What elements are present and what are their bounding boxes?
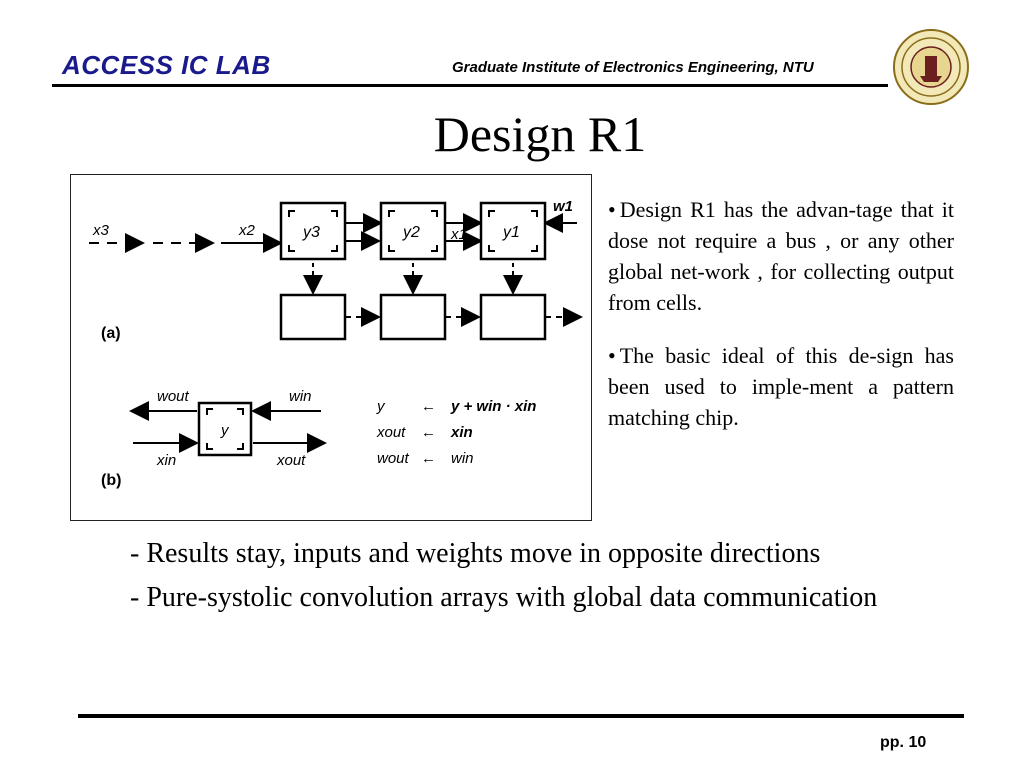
bullet-dot-icon: • bbox=[608, 343, 616, 368]
part-a-label: (a) bbox=[101, 325, 121, 342]
bullet-text: The basic ideal of this de-sign has been… bbox=[608, 343, 954, 430]
lab-logo: ACCESS IC LAB bbox=[62, 50, 271, 80]
input-x1-label: x1 bbox=[450, 226, 467, 243]
systolic-array-figure: x3 x2 x1 w1 y3 y2 y1 (a) y wout win xin … bbox=[70, 174, 592, 521]
equation-3-op: ← bbox=[421, 450, 436, 467]
part-b-cell-label: y bbox=[220, 422, 230, 439]
bullet-text: Design R1 has the advan-tage that it dos… bbox=[608, 197, 954, 315]
w-out-label: wout bbox=[157, 388, 190, 405]
footer-rule bbox=[78, 714, 964, 718]
bullet-item: •The basic ideal of this de-sign has bee… bbox=[608, 340, 954, 433]
equation-1-lhs: y bbox=[376, 398, 386, 415]
input-x3-label: x3 bbox=[92, 222, 110, 239]
summary-point: - Pure-systolic convolution arrays with … bbox=[130, 582, 878, 613]
institute-name: Graduate Institute of Electronics Engine… bbox=[452, 59, 814, 76]
equation-1-op: ← bbox=[421, 398, 436, 415]
bullet-dot-icon: • bbox=[608, 197, 616, 222]
input-x2-label: x2 bbox=[238, 222, 256, 239]
slide-title: Design R1 bbox=[433, 106, 647, 162]
part-b-label: (b) bbox=[101, 472, 121, 489]
equation-2-lhs: xout bbox=[376, 424, 406, 441]
part-a-output-links bbox=[279, 263, 583, 341]
part-a-cells bbox=[279, 201, 547, 261]
part-b-cell-diagram bbox=[129, 401, 327, 457]
figure-drawing: x3 x2 x1 w1 y3 y2 y1 (a) y wout win xin … bbox=[89, 198, 583, 489]
x-in-label: xin bbox=[156, 452, 176, 469]
summary-point: - Results stay, inputs and weights move … bbox=[130, 538, 821, 569]
cell-y3-label: y3 bbox=[302, 224, 320, 241]
summary-points: - Results stay, inputs and weights move … bbox=[130, 534, 910, 622]
header-rule bbox=[52, 84, 888, 87]
equation-2-rhs: xin bbox=[450, 424, 473, 441]
weight-w1-label: w1 bbox=[553, 198, 573, 215]
university-seal-icon bbox=[893, 29, 969, 105]
bullet-item: •Design R1 has the advan-tage that it do… bbox=[608, 194, 954, 318]
page-number: pp. 10 bbox=[880, 734, 927, 751]
bullet-list: •Design R1 has the advan-tage that it do… bbox=[608, 194, 954, 455]
equation-3-rhs: win bbox=[451, 450, 474, 467]
cell-y1-label: y1 bbox=[502, 224, 520, 241]
equation-2-op: ← bbox=[421, 424, 436, 441]
x-out-label: xout bbox=[276, 452, 306, 469]
equation-1-rhs: y + win · xin bbox=[450, 398, 536, 415]
equation-3-lhs: wout bbox=[377, 450, 410, 467]
cell-equations: y ← y + win · xin xout ← xin wout ← win bbox=[376, 398, 536, 467]
cell-y2-label: y2 bbox=[402, 224, 420, 241]
part-a-input-stream bbox=[89, 213, 577, 253]
w-in-label: win bbox=[289, 388, 312, 405]
